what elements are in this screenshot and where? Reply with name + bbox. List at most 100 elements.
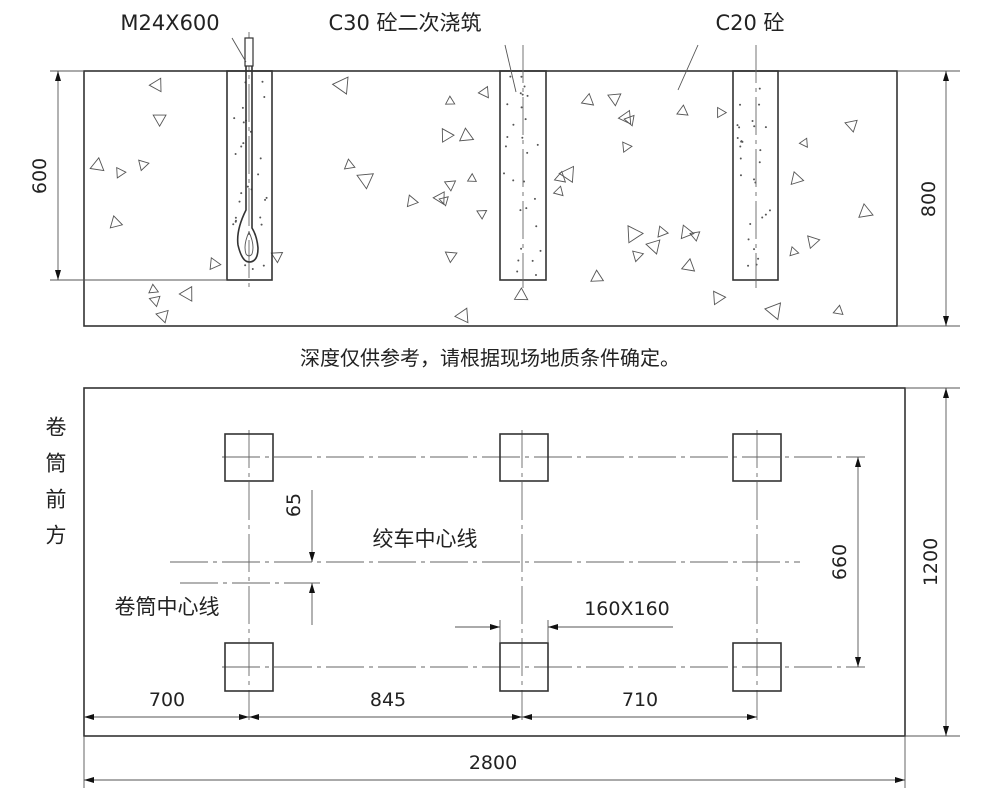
aggregate-mark [148, 283, 160, 294]
aggregate-mark [270, 252, 284, 264]
aggregate-mark [590, 269, 605, 282]
grout-dot [503, 172, 506, 175]
grout-dot [263, 95, 266, 98]
aggregate-mark [148, 77, 162, 93]
aggregate-mark [209, 256, 222, 271]
grout-dot [740, 140, 743, 143]
aggregate-mark [844, 119, 858, 133]
aggregate-mark [657, 225, 670, 238]
aggregate-mark [607, 93, 622, 107]
grout-pocket [732, 70, 779, 281]
length-dimension: 2800 [469, 752, 517, 774]
grout-dot [521, 93, 524, 96]
grout-dot [240, 192, 243, 195]
depth-note: 深度仅供参考，请根据现场地质条件确定。 [300, 346, 680, 370]
grout-label: C30 砼二次浇筑 [328, 11, 481, 35]
grout-dot [506, 103, 509, 106]
spacing-dimension: 660 [829, 544, 851, 580]
grout-dot [234, 216, 237, 219]
foundation-outline [83, 387, 906, 737]
anchor-bolt [236, 37, 259, 263]
grout-dot [739, 103, 742, 106]
aggregate-mark [764, 302, 782, 321]
grout-dot [517, 259, 520, 262]
grout-dot [525, 207, 528, 210]
grout-dot [240, 145, 243, 148]
aggregate-mark [454, 307, 469, 324]
grout-dot [506, 136, 509, 139]
grout-dot [764, 213, 767, 216]
grout-dot [262, 264, 265, 267]
depth-dimension: 600 [29, 158, 51, 194]
aggregate-mark [155, 309, 169, 324]
grout-hatch [232, 75, 771, 276]
grout-dot [524, 118, 527, 121]
grout-dot [758, 103, 761, 106]
grout-dot [761, 216, 764, 219]
aggregate-mark [680, 257, 696, 272]
concrete-block [83, 70, 898, 327]
aggregate-mark [152, 114, 167, 128]
grout-dot [736, 136, 739, 139]
aggregate-mark [441, 127, 455, 143]
aggregate-mark [623, 114, 635, 127]
aggregate-mark [178, 285, 193, 302]
grout-dot [519, 209, 522, 212]
height-dimension: 800 [918, 181, 940, 217]
drum-centerline-label: 卷筒中心线 [115, 595, 220, 619]
grout-dot [238, 200, 241, 203]
grout-dot [234, 219, 237, 222]
winch-centerline-label: 绞车中心线 [373, 527, 478, 551]
aggregate-mark [138, 159, 150, 172]
grout-dot [509, 75, 512, 78]
grout-dot [759, 149, 762, 152]
concrete-label: C20 砼 [715, 11, 784, 35]
aggregate-mark [356, 173, 375, 190]
aggregate-mark [717, 106, 728, 119]
aggregate-mark [513, 287, 529, 301]
aggregate-mark [331, 76, 349, 95]
aggregate-mark [858, 203, 874, 218]
grout-dot [739, 145, 742, 148]
grout-dot [242, 121, 245, 124]
bolt-label: M24X600 [120, 11, 219, 35]
aggregate-mark [807, 235, 821, 250]
width-dimension: 1200 [920, 538, 942, 586]
aggregate-mark [116, 166, 127, 179]
grout-dot [535, 225, 538, 228]
grout-dot [234, 153, 237, 156]
aggregate-mark [343, 158, 356, 170]
aggregate-mark [558, 165, 575, 184]
aggregate-mark [148, 295, 161, 308]
aggregate-hatch [89, 76, 874, 324]
grout-dot [758, 161, 761, 164]
aggregate-mark [789, 245, 800, 257]
grout-dot [504, 145, 507, 148]
grout-dot [241, 106, 244, 109]
grout-dot [244, 264, 247, 267]
aggregate-mark [432, 191, 445, 206]
pocket-size-dimension: 160X160 [584, 598, 670, 620]
grout-dot [516, 270, 519, 273]
grout-dot [264, 198, 267, 201]
grout-dot [526, 151, 529, 154]
aggregate-mark [645, 239, 661, 255]
dimension-700: 700 [149, 689, 185, 711]
grout-dot [265, 196, 268, 199]
grout-dot [519, 92, 522, 95]
aggregate-mark [790, 170, 805, 186]
grout-dot [739, 157, 742, 160]
aggregate-mark [676, 104, 689, 116]
grout-dot [520, 75, 523, 78]
drum-front-label: 卷筒前方 [43, 416, 67, 560]
grout-dot [251, 267, 254, 270]
aggregate-mark [444, 251, 458, 264]
grout-dot [534, 273, 537, 276]
grout-dot [259, 157, 262, 160]
grout-dot [259, 216, 262, 219]
aggregate-mark [713, 290, 727, 306]
aggregate-mark [444, 95, 456, 105]
aggregate-mark [443, 180, 457, 192]
grout-dot [736, 124, 739, 127]
